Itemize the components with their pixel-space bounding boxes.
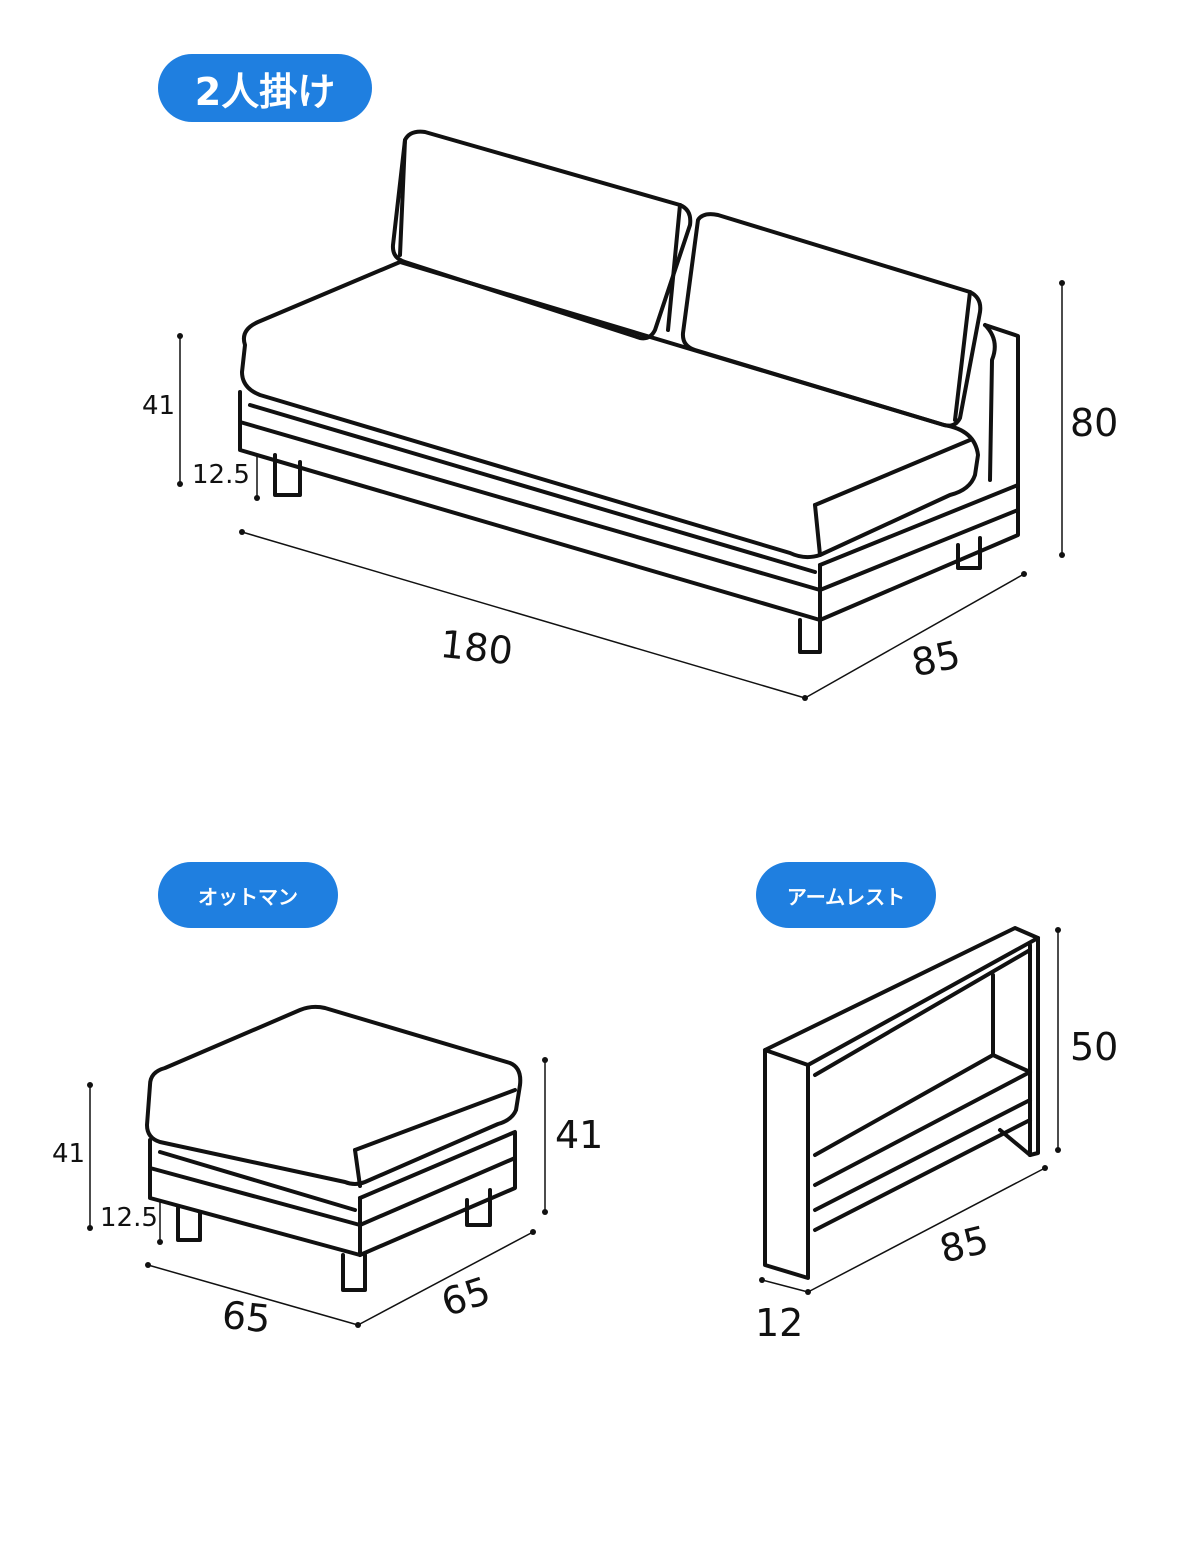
ottoman-label-badge: オットマン <box>158 862 338 928</box>
sofa-illustration <box>238 129 1020 654</box>
ottoman-illustration <box>145 1004 523 1292</box>
sofa-seat-height: 41 <box>142 391 175 421</box>
armrest-depth: 85 <box>935 1217 993 1271</box>
sofa-leg-height: 12.5 <box>192 460 250 490</box>
sofa-width: 180 <box>438 622 515 673</box>
armrest-illustration <box>763 926 1040 1280</box>
armrest-dimension-lines <box>759 927 1061 1295</box>
ottoman-width: 65 <box>220 1293 273 1342</box>
armrest-label-badge: アームレスト <box>756 862 936 928</box>
ottoman-label: オットマン <box>198 884 298 909</box>
ottoman-dimension-lines <box>87 1057 548 1328</box>
armrest-label: アームレスト <box>786 884 906 909</box>
ottoman-leg-height: 12.5 <box>100 1203 158 1233</box>
armrest-thickness: 12 <box>755 1301 803 1345</box>
sofa-depth: 85 <box>908 632 964 685</box>
sofa-height: 80 <box>1070 401 1118 445</box>
ottoman-seat-height: 41 <box>52 1139 85 1169</box>
ottoman-depth: 65 <box>436 1268 496 1325</box>
sofa-label: 2人掛け <box>194 69 336 114</box>
ottoman-height: 41 <box>555 1113 603 1157</box>
sofa-dimension-lines <box>177 280 1065 701</box>
armrest-height: 50 <box>1070 1025 1118 1069</box>
sofa-label-badge: 2人掛け <box>158 54 372 122</box>
